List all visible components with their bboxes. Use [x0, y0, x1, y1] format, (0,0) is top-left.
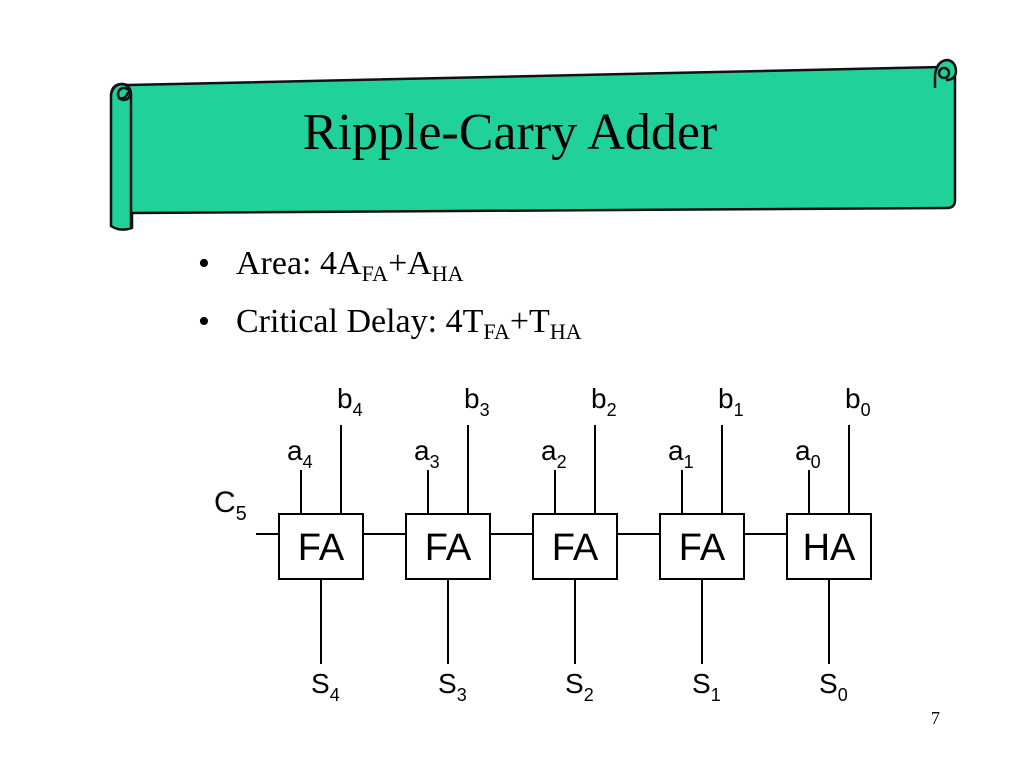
bullet-area: •Area: 4AFA+AHA	[198, 245, 464, 286]
bullet-dot-icon: •	[198, 245, 210, 282]
input-a-label: a4	[287, 435, 313, 472]
bullet-list: •Area: 4AFA+AHA •Critical Delay: 4TFA+TH…	[198, 244, 582, 360]
bullet-dot-icon: •	[198, 303, 210, 340]
slide-title: Ripple-Carry Adder	[302, 104, 718, 161]
input-a-label: a2	[541, 435, 567, 472]
adder-block-label: FA	[679, 527, 726, 569]
input-a-label: a0	[795, 435, 821, 472]
input-b-label: b2	[591, 383, 617, 420]
adder-block-label: FA	[425, 527, 472, 569]
sum-label: S4	[311, 668, 340, 705]
adder-block-label: HA	[803, 527, 856, 569]
adder-block	[278, 513, 364, 580]
input-a-label: a3	[414, 435, 440, 472]
adder-block	[659, 513, 745, 580]
sum-label: S1	[692, 668, 721, 705]
adder-block	[532, 513, 618, 580]
carry-out-label: C5	[214, 486, 247, 525]
sum-label: S3	[438, 668, 467, 705]
sum-label: S2	[565, 668, 594, 705]
input-b-label: b0	[845, 383, 871, 420]
slide-number: 7	[931, 708, 940, 728]
sum-label: S0	[819, 668, 848, 705]
input-b-label: b4	[337, 383, 363, 420]
title-banner	[109, 58, 958, 231]
input-a-label: a1	[668, 435, 694, 472]
input-b-label: b3	[464, 383, 490, 420]
adder-block	[405, 513, 491, 580]
input-b-label: b1	[718, 383, 744, 420]
adder-block	[786, 513, 872, 580]
adder-block-label: FA	[298, 527, 345, 569]
adder-block-label: FA	[552, 527, 599, 569]
bullet-critical-delay: •Critical Delay: 4TFA+THA	[198, 303, 582, 344]
